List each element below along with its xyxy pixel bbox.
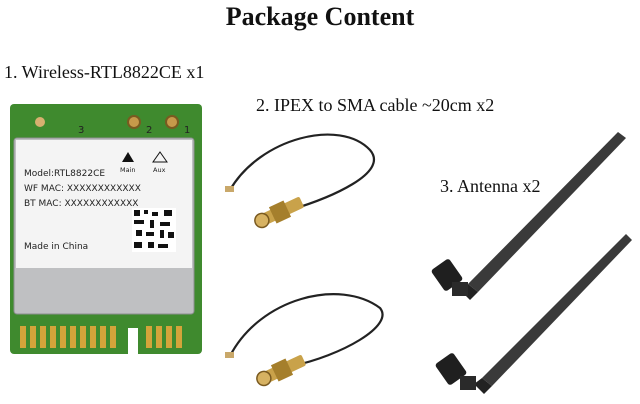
page-title: Package Content xyxy=(225,2,415,31)
caption-antenna: 3. Antenna x2 xyxy=(440,176,541,196)
connector-number-2: 2 xyxy=(146,125,152,136)
card-model: Model:RTL8822CE xyxy=(24,169,105,179)
antenna-image-1 xyxy=(431,132,626,300)
caption-ipex-cable: 2. IPEX to SMA cable ~20cm x2 xyxy=(256,95,495,115)
connector-number-3: 3 xyxy=(78,125,84,136)
card-wf-mac: WF MAC: XXXXXXXXXXXX xyxy=(24,184,141,194)
caption-wireless-card: 1. Wireless-RTL8822CE x1 xyxy=(4,62,205,82)
card-made-in: Made in China xyxy=(24,242,88,252)
connector-number-1: 1 xyxy=(184,125,190,136)
aux-antenna-icon xyxy=(152,151,168,163)
qr-code-icon xyxy=(132,208,176,252)
ipex-cable-image-1 xyxy=(225,133,375,229)
main-label: Main xyxy=(120,166,136,174)
ipex-cable-image-2 xyxy=(225,293,384,387)
card-bt-mac: BT MAC: XXXXXXXXXXXX xyxy=(24,199,138,209)
main-antenna-icon xyxy=(122,152,134,162)
antenna-image-2 xyxy=(435,234,632,394)
aux-label: Aux xyxy=(153,166,166,174)
wireless-card-image: 3 2 1 Main Aux Model:RTL8822CE WF MAC: X… xyxy=(10,104,202,354)
